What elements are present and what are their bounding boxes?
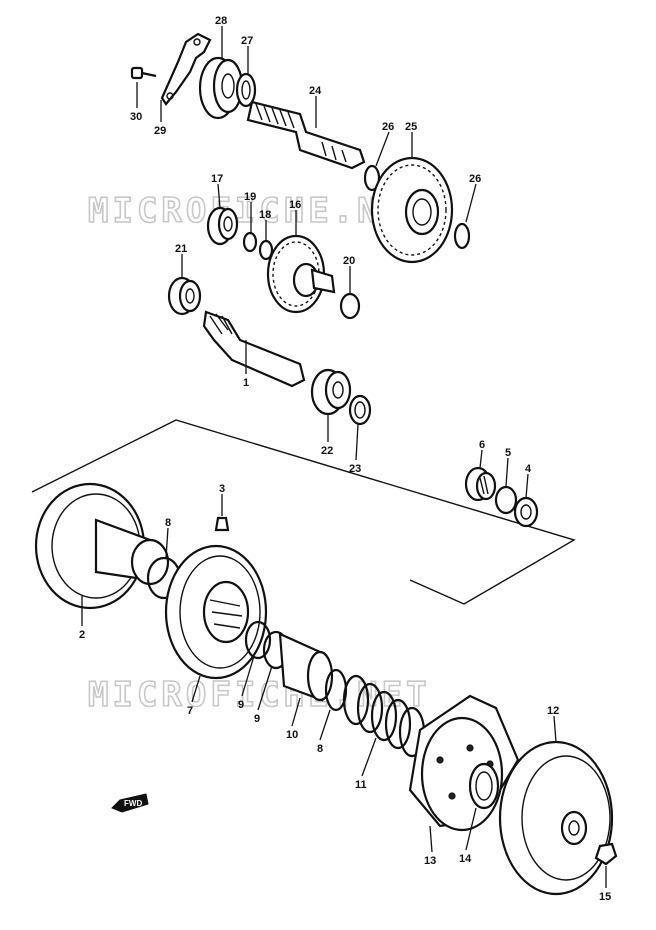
callout-5: 5 xyxy=(505,447,511,459)
callout-4: 4 xyxy=(525,463,532,475)
fwd-label: FWD xyxy=(124,799,142,808)
spacer-9a xyxy=(244,620,272,660)
output-shaft-24 xyxy=(246,100,366,170)
fwd-arrow-icon: FWD xyxy=(111,793,149,813)
washer-18 xyxy=(258,239,274,261)
slider-3 xyxy=(214,516,230,532)
leader-lines xyxy=(81,26,607,888)
callout-9-first: 9 xyxy=(238,699,244,711)
callout-24: 24 xyxy=(309,85,322,97)
callout-22: 22 xyxy=(321,445,333,457)
bearing-22 xyxy=(310,368,352,416)
callout-10: 10 xyxy=(286,729,298,741)
seal-23 xyxy=(348,394,372,426)
callout-9-second: 9 xyxy=(254,713,260,725)
bearing-6 xyxy=(464,466,497,502)
callout-20: 20 xyxy=(343,255,355,267)
callout-7: 7 xyxy=(187,705,193,717)
seal-4 xyxy=(513,496,539,528)
callout-14: 14 xyxy=(459,853,472,865)
callout-6: 6 xyxy=(479,439,485,451)
bracket-29 xyxy=(160,32,212,106)
callout-11: 11 xyxy=(355,779,367,791)
pulley-face-2 xyxy=(34,482,170,610)
spring-11 xyxy=(342,674,426,758)
circlip-26-lower xyxy=(453,222,471,250)
watermark-top: MICROFICHE.NET xyxy=(88,191,431,231)
case-outline xyxy=(31,419,576,605)
circlip-26-upper xyxy=(363,164,381,192)
watermark-bottom: MICROFICHE.NET xyxy=(88,675,431,715)
ring-27 xyxy=(235,72,257,108)
callout-3: 3 xyxy=(219,483,225,495)
ring-14 xyxy=(468,762,500,810)
callout-1: 1 xyxy=(243,377,249,389)
callout-19: 19 xyxy=(244,191,256,203)
callout-2: 2 xyxy=(79,629,85,641)
clutch-housing-12 xyxy=(498,740,614,896)
callout-21: 21 xyxy=(175,243,187,255)
callout-29: 29 xyxy=(154,125,166,137)
drive-shaft-1 xyxy=(202,310,306,388)
callout-23: 23 xyxy=(349,463,361,475)
callout-12: 12 xyxy=(547,705,559,717)
callout-labels: 28 27 30 29 24 26 25 26 17 19 18 16 21 2… xyxy=(79,15,611,903)
callout-28: 28 xyxy=(215,15,227,27)
callout-18: 18 xyxy=(259,209,271,221)
callout-25: 25 xyxy=(405,121,417,133)
bearing-28 xyxy=(198,56,244,120)
collar-10 xyxy=(278,632,334,702)
washer-19 xyxy=(242,231,258,253)
ring-5 xyxy=(494,485,518,515)
callout-26-upper: 26 xyxy=(382,121,394,133)
callout-30: 30 xyxy=(130,111,142,123)
callout-13: 13 xyxy=(424,855,436,867)
callout-8-right: 8 xyxy=(317,743,323,755)
callout-27: 27 xyxy=(241,35,253,47)
callout-17: 17 xyxy=(211,173,223,185)
callout-15: 15 xyxy=(599,891,611,903)
bearing-17 xyxy=(206,206,239,246)
pulley-face-7 xyxy=(164,544,268,680)
bolt-30 xyxy=(130,66,157,80)
bearing-21 xyxy=(167,276,202,316)
gear-25 xyxy=(370,156,454,264)
washer-20 xyxy=(339,292,361,320)
gear-16 xyxy=(266,234,336,314)
callout-16: 16 xyxy=(289,199,301,211)
callout-26-lower: 26 xyxy=(469,173,481,185)
nut-15 xyxy=(594,842,618,866)
callout-8-left: 8 xyxy=(165,517,171,529)
